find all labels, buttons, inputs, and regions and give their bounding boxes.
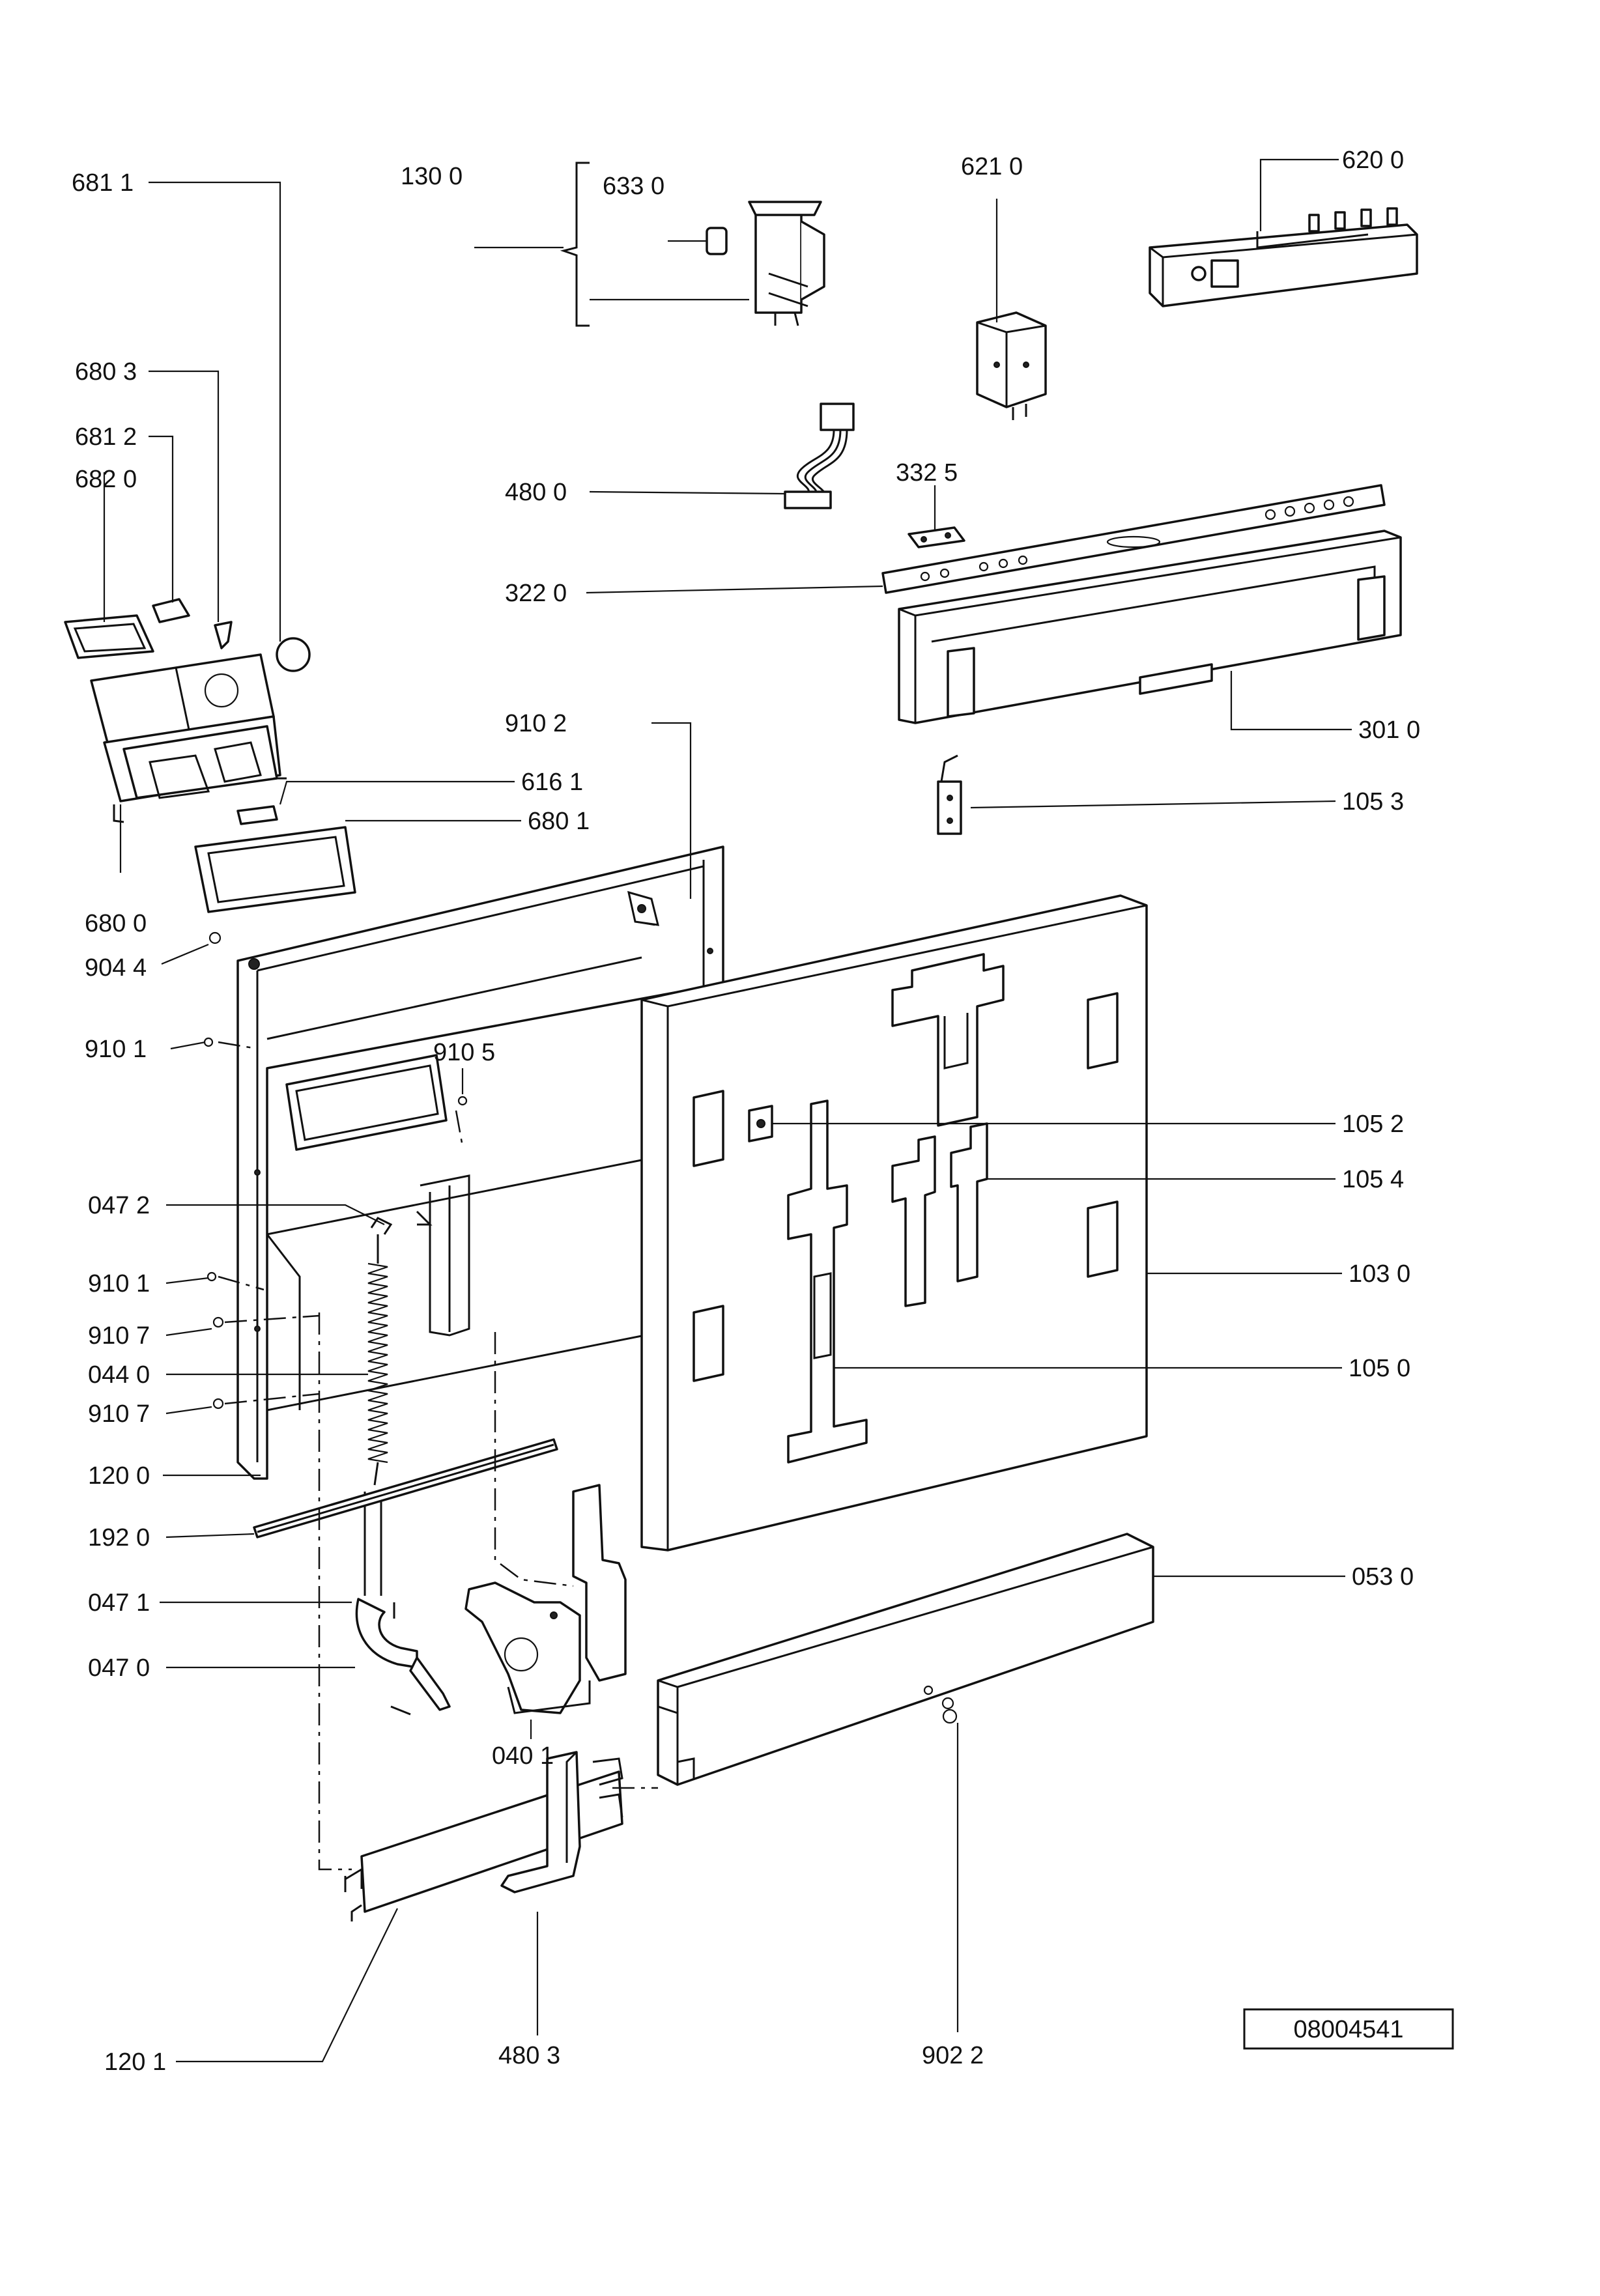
callout-902-2: 902 2 [922, 2042, 984, 2069]
callout-120-0: 120 0 [88, 1462, 150, 1490]
callout-633-0: 633 0 [603, 173, 664, 200]
detergent-dispenser [64, 598, 356, 913]
small-bracket [907, 526, 965, 548]
control-board [1149, 207, 1418, 307]
callout-620-0: 620 0 [1342, 147, 1404, 174]
door-spring-assembly [355, 1210, 451, 1716]
callout-047-2: 047 2 [88, 1192, 150, 1219]
callout-105-0: 105 0 [1349, 1355, 1410, 1382]
callout-105-3: 105 3 [1342, 788, 1404, 815]
callout-910-7-bottom: 910 7 [88, 1400, 150, 1428]
callout-910-5: 910 5 [433, 1039, 495, 1066]
assembly-guide-lines [218, 920, 658, 1871]
callout-910-1-top: 910 1 [85, 1036, 147, 1063]
kick-plate [657, 1533, 1154, 1786]
screw [941, 1697, 958, 1724]
callout-682-0: 682 0 [75, 466, 137, 493]
wiring-harness [784, 403, 855, 509]
callout-301-0: 301 0 [1358, 716, 1420, 744]
guide-rail [253, 1438, 558, 1538]
callout-322-0: 322 0 [505, 580, 567, 607]
control-panel-strip [881, 484, 1386, 594]
callout-910-1-bottom: 910 1 [88, 1270, 150, 1297]
callout-053-0: 053 0 [1352, 1563, 1414, 1591]
callout-681-1: 681 1 [72, 169, 134, 197]
callout-680-1: 680 1 [528, 808, 590, 835]
angle-bracket [500, 1751, 581, 1893]
callout-labels: 681 1 130 0 633 0 621 0 620 0 680 3 681 … [72, 147, 1420, 2076]
callout-192-0: 192 0 [88, 1524, 150, 1552]
hinge-bracket [937, 754, 962, 835]
callout-910-2: 910 2 [505, 710, 567, 737]
callout-040-1: 040 1 [492, 1742, 554, 1770]
callout-120-1: 120 1 [104, 2048, 166, 2076]
door-latch-assembly [560, 162, 825, 327]
reference-number: 08004541 [1293, 2016, 1403, 2043]
callout-044-0: 044 0 [88, 1361, 150, 1389]
callout-621-0: 621 0 [961, 153, 1023, 180]
callout-047-0: 047 0 [88, 1654, 150, 1682]
leader-lines [103, 158, 1352, 2063]
callout-332-5: 332 5 [896, 459, 958, 487]
door-hinge [464, 1484, 627, 1714]
callout-681-2: 681 2 [75, 423, 137, 451]
callout-910-7-top: 910 7 [88, 1322, 150, 1350]
inner-door-panel [236, 845, 724, 1480]
callout-105-2: 105 2 [1342, 1111, 1404, 1138]
callout-680-3: 680 3 [75, 358, 137, 386]
callout-480-3: 480 3 [498, 2042, 560, 2069]
reference-box: 08004541 [1243, 2008, 1454, 2050]
callout-680-0: 680 0 [85, 910, 147, 937]
callout-616-1: 616 1 [521, 769, 583, 796]
callout-904-4: 904 4 [85, 954, 147, 982]
electronic-module [976, 311, 1047, 420]
outer-door-panel [640, 894, 1148, 1552]
callout-047-1: 047 1 [88, 1589, 150, 1617]
callout-103-0: 103 0 [1349, 1260, 1410, 1288]
callout-105-4: 105 4 [1342, 1166, 1404, 1193]
callout-130-0: 130 0 [401, 163, 463, 190]
callout-480-0: 480 0 [505, 479, 567, 506]
door-fascia [898, 530, 1402, 724]
